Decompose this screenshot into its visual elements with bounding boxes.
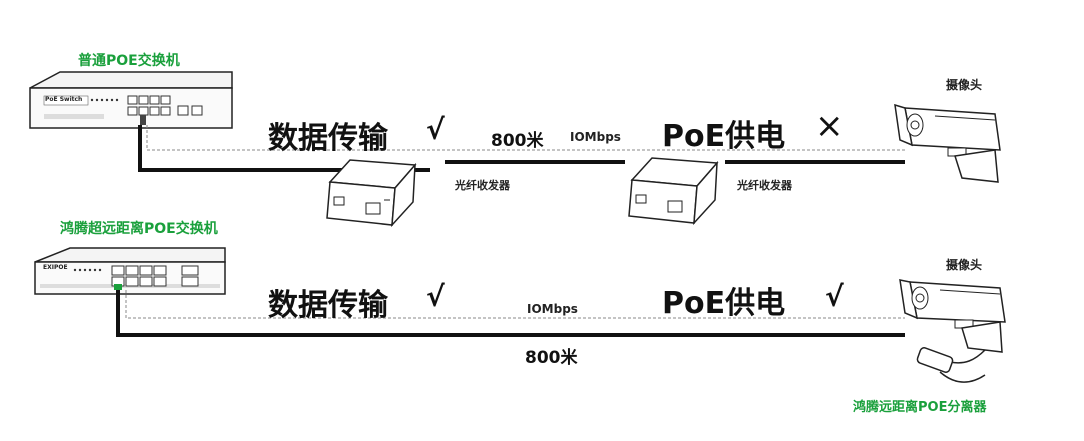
transceiver-label-2: 光纤收发器 xyxy=(737,179,792,192)
bottom-camera xyxy=(899,279,1006,353)
top-poe-cross: × xyxy=(815,106,844,146)
top-switch xyxy=(29,71,233,129)
bottom-speed: IOMbps xyxy=(527,302,578,316)
fiber-transceiver-1 xyxy=(326,159,417,228)
top-poe-text: PoE供电 xyxy=(662,119,786,154)
top-camera xyxy=(894,103,1001,183)
bottom-poe-check: √ xyxy=(825,280,844,313)
bottom-distance: 800米 xyxy=(525,348,578,368)
bottom-data-text: 数据传输 xyxy=(268,288,388,323)
top-speed: IOMbps xyxy=(570,130,621,144)
bottom-switch-brand: EXIPOE xyxy=(43,264,68,271)
bottom-poe-text: PoE供电 xyxy=(662,286,786,321)
top-switch-brand: PoE Switch xyxy=(45,96,83,103)
top-data-check: √ xyxy=(426,113,445,146)
top-distance: 800米 xyxy=(491,131,544,151)
bottom-data-check: √ xyxy=(426,280,445,313)
poe-splitter xyxy=(916,347,986,383)
fiber-transceiver-2 xyxy=(628,157,719,226)
bottom-switch xyxy=(34,247,226,295)
bottom-switch-label: 鸿腾超远距离POE交换机 xyxy=(60,221,218,237)
top-camera-label: 摄像头 xyxy=(946,78,983,92)
transceiver-label-1: 光纤收发器 xyxy=(455,179,510,192)
top-switch-label: 普通POE交换机 xyxy=(78,53,180,69)
top-data-text: 数据传输 xyxy=(268,121,388,156)
splitter-label: 鸿腾远距离POE分离器 xyxy=(853,400,987,415)
bottom-camera-label: 摄像头 xyxy=(946,258,983,272)
